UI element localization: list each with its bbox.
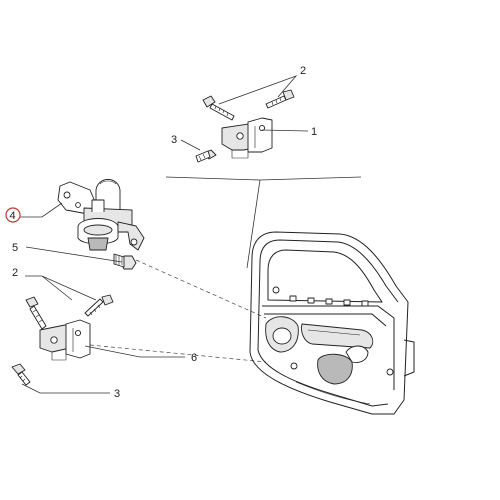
leader-4: [20, 202, 63, 218]
callout-2-bottom: 2: [12, 267, 18, 279]
leader-6: [84, 345, 185, 358]
front-door-panel: [249, 231, 415, 415]
callout-6: 6: [191, 352, 197, 364]
leader-1: [261, 129, 309, 132]
leader-2-top: [218, 75, 298, 105]
leader-5: [25, 246, 123, 263]
upper-bolt-short: [195, 149, 217, 163]
callout-1: 1: [311, 126, 317, 138]
callout-2-top: 2: [300, 65, 306, 77]
callout-3-bottom: 3: [114, 388, 120, 400]
callout-4: 4: [10, 210, 16, 222]
door-hinge-assembly: [57, 179, 145, 251]
lower-bolt-left: [25, 296, 47, 330]
lower-bolt-short: [11, 363, 31, 386]
hinge-bolt-5: [113, 253, 137, 270]
upper-bolt-right: [265, 89, 295, 109]
lower-hinge-bracket: [39, 319, 91, 361]
highlight-ring: [5, 207, 21, 223]
alignment-dash-upper: [135, 259, 267, 319]
leader-3-top: [180, 139, 201, 151]
leader-3-bottom: [21, 383, 110, 394]
divider-pointer: [246, 179, 261, 269]
callout-5: 5: [12, 242, 18, 254]
leader-2-bottom: [25, 275, 97, 301]
upper-hinge-bracket: [221, 117, 273, 159]
section-divider: [165, 176, 362, 181]
callout-3-top: 3: [171, 134, 177, 146]
alignment-dash-lower: [89, 344, 267, 363]
lower-bolt-right: [84, 294, 114, 317]
upper-bolt-left: [202, 95, 235, 121]
